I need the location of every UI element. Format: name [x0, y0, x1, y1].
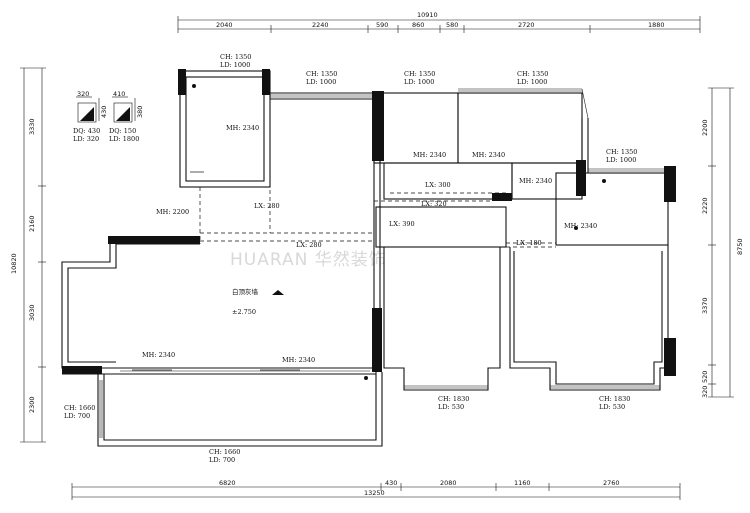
legend-2-line1: DQ: 150 — [109, 127, 136, 135]
top-dim-7: 1880 — [648, 21, 665, 29]
bottom-dimensions — [71, 483, 681, 500]
legend-item-1 — [76, 96, 100, 123]
top-dimensions — [177, 16, 701, 33]
label-ceiling-finish: 白顶灰墙 — [232, 287, 259, 296]
legend-1-height: 430 — [100, 106, 108, 118]
label-ch-9: CH: 1830 — [599, 395, 630, 403]
label-ld-1: LD: 1000 — [220, 61, 250, 69]
label-ch-4: CH: 1350 — [517, 70, 548, 78]
top-dim-1: 2040 — [216, 21, 233, 29]
right-dim-3: 3370 — [701, 297, 709, 314]
legend-item-2 — [112, 96, 136, 123]
label-mh-closet: MH: 2340 — [519, 177, 552, 185]
left-dim-4: 2300 — [28, 396, 36, 413]
bottom-dim-1: 6820 — [219, 479, 236, 487]
label-ld-8: LD: 530 — [438, 403, 464, 411]
left-dim-1: 3330 — [28, 118, 36, 135]
ceiling-lines — [199, 99, 556, 248]
windows — [99, 88, 664, 438]
label-lx-280a: LX: 280 — [254, 202, 280, 210]
top-dim-4: 860 — [412, 21, 424, 29]
label-ceiling-height: ±2.750 — [232, 308, 256, 316]
concrete-walls — [62, 69, 676, 376]
label-ld-9: LD: 530 — [599, 403, 625, 411]
door-lines — [132, 171, 300, 371]
label-lx-180: LX: 180 — [516, 239, 542, 247]
elevation-marker-icon — [272, 290, 284, 295]
right-dimensions — [708, 87, 734, 398]
right-dim-1: 2200 — [701, 119, 709, 136]
top-dim-3: 590 — [376, 21, 388, 29]
label-ch-1: CH: 1350 — [220, 53, 251, 61]
label-ch-6: CH: 1660 — [64, 404, 95, 412]
label-lx-280b: LX: 280 — [296, 241, 322, 249]
bottom-total-dim: 13250 — [364, 489, 385, 497]
label-lx-300: LX: 300 — [425, 181, 451, 189]
top-dim-2: 2240 — [312, 21, 329, 29]
right-dim-4: 520 — [701, 371, 709, 383]
label-ch-3: CH: 1350 — [404, 70, 435, 78]
bottom-dim-2: 430 — [385, 479, 397, 487]
door-marks — [192, 84, 606, 380]
right-total-dim: 8750 — [736, 238, 744, 255]
label-mh-living-1: MH: 2340 — [142, 351, 175, 359]
label-ld-2: LD: 1000 — [306, 78, 336, 86]
label-lx-320: LX: 320 — [421, 200, 447, 208]
right-dim-2: 2220 — [701, 197, 709, 214]
left-total-dim: 10820 — [10, 253, 18, 274]
top-dim-5: 580 — [446, 21, 458, 29]
label-lx-390: LX: 390 — [389, 220, 415, 228]
label-ld-7: LD: 700 — [209, 456, 235, 464]
label-ch-7: CH: 1660 — [209, 448, 240, 456]
legend-2-line2: LD: 1800 — [109, 135, 139, 143]
label-mh-living-2: MH: 2340 — [282, 356, 315, 364]
label-ld-5: LD: 1000 — [606, 156, 636, 164]
label-ld-4: LD: 1000 — [517, 78, 547, 86]
label-mh-bath-1: MH: 2340 — [413, 151, 446, 159]
watermark: HUARAN 华然装饰 — [230, 250, 387, 270]
label-ld-6: LD: 700 — [64, 412, 90, 420]
legend-2-height: 380 — [136, 106, 144, 118]
left-dim-3: 3030 — [28, 304, 36, 321]
label-mh-right-room: MH: 2340 — [564, 222, 597, 230]
label-ch-2: CH: 1350 — [306, 70, 337, 78]
left-dimensions — [20, 67, 46, 443]
legend-2-width: 410 — [113, 90, 125, 98]
legend-1-line1: DQ: 430 — [73, 127, 100, 135]
legend-1-line2: LD: 320 — [73, 135, 99, 143]
bottom-dim-3: 2080 — [440, 479, 457, 487]
label-mh-bath-2: MH: 2340 — [472, 151, 505, 159]
label-ch-5: CH: 1350 — [606, 148, 637, 156]
top-total-dim: 10910 — [417, 11, 438, 19]
legend-1-width: 320 — [77, 90, 89, 98]
left-dim-2: 2160 — [28, 215, 36, 232]
label-ch-8: CH: 1830 — [438, 395, 469, 403]
label-ld-3: LD: 1000 — [404, 78, 434, 86]
bottom-dim-5: 2760 — [603, 479, 620, 487]
right-dim-5: 320 — [701, 386, 709, 398]
label-mh-small-room: MH: 2340 — [226, 124, 259, 132]
label-mh-2200: MH: 2200 — [156, 208, 189, 216]
top-dim-6: 2720 — [518, 21, 535, 29]
bottom-dim-4: 1160 — [514, 479, 531, 487]
